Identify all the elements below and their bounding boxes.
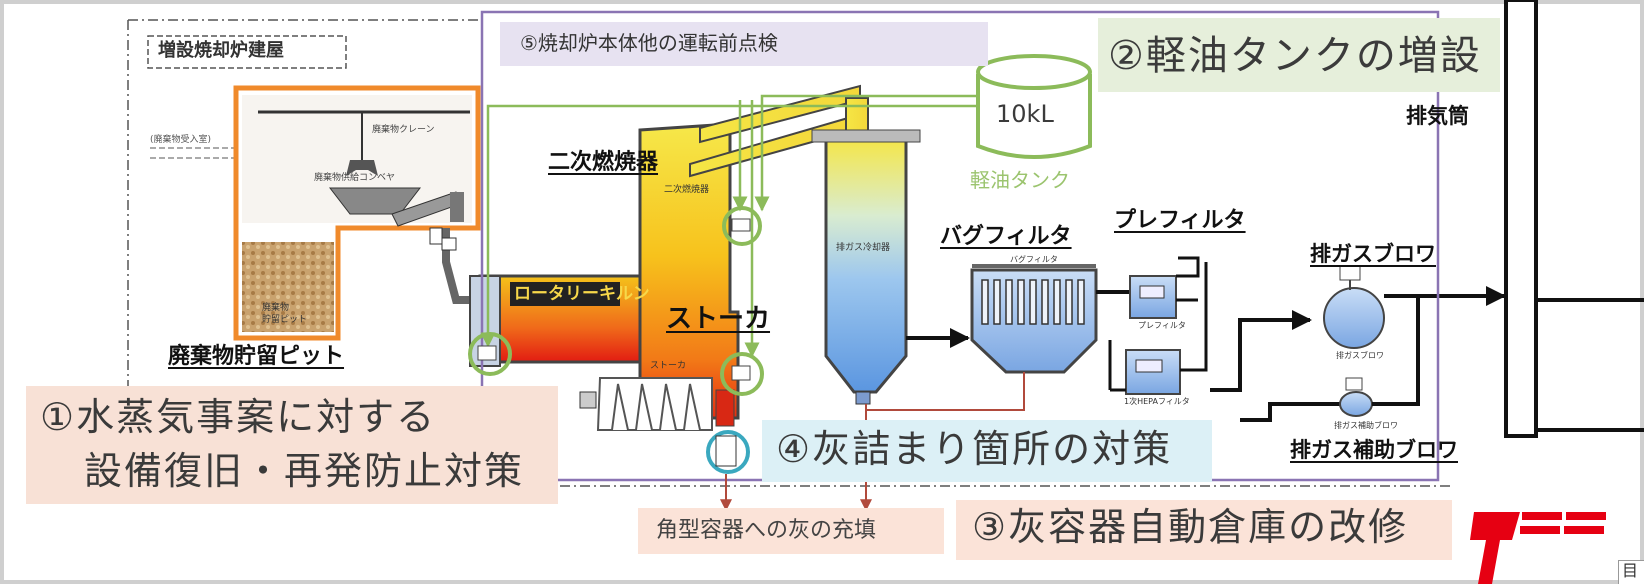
pipe-pre-to-hepa xyxy=(1176,256,1200,302)
aux-blower-label: 排ガス補助ブロワ xyxy=(1290,438,1458,462)
pre-filter-small: プレフィルタ xyxy=(1138,321,1186,330)
exhaust-blower xyxy=(1323,287,1385,349)
fuel-line-2 xyxy=(754,94,978,212)
outside-label: (廃棄物受入室) xyxy=(150,135,212,145)
chute-valve-1 xyxy=(429,227,443,245)
building-label-frame xyxy=(147,35,347,69)
aux-blower-motor xyxy=(1345,377,1363,391)
hepa-filter xyxy=(1125,349,1181,395)
waste-pile xyxy=(242,242,334,332)
callout-1-line1: ①水蒸気事案に対する xyxy=(40,395,437,439)
pre-filter-label: プレフィルタ xyxy=(1114,208,1246,233)
secondary-combustor-label: 二次燃焼器 xyxy=(548,150,659,175)
combustor-bottom xyxy=(715,389,735,427)
kiln-label-bg xyxy=(510,282,620,306)
footer-badge xyxy=(1618,560,1644,584)
burner-circle-secondary xyxy=(722,206,762,246)
burner-3 xyxy=(477,345,497,361)
tank-label: 軽油タンク xyxy=(970,168,1070,192)
pipe-aux-to-stack xyxy=(1372,296,1420,406)
ash-chute xyxy=(579,391,597,409)
ash-fill-text: 角型容器への灰の充填 xyxy=(656,518,877,543)
bag-filter-small: バグフィルタ xyxy=(1010,255,1058,264)
logo-bar-3 xyxy=(1566,512,1606,520)
callout-1-line2: 設備復旧・再発防止対策 xyxy=(84,449,525,493)
aux-blower-small: 排ガス補助ブロワ xyxy=(1334,421,1398,430)
aux-blower xyxy=(1339,391,1373,417)
crane-grab-icon xyxy=(346,160,378,176)
ash-fill-box xyxy=(638,508,944,554)
logo-bar-1 xyxy=(1522,512,1562,520)
pit-small-label: 廃棄物 xyxy=(262,303,290,313)
waste-pit-label: 廃棄物貯留ピット xyxy=(168,344,345,369)
cooler-small: 排ガス冷却器 xyxy=(836,243,891,253)
cooler-nozzle xyxy=(855,391,871,405)
burner-1 xyxy=(731,218,751,232)
logo-bar-4 xyxy=(1564,526,1604,534)
hepa-small: 1次HEPAフィルタ xyxy=(1124,397,1190,406)
pipe-stack-right xyxy=(1536,298,1644,432)
callout-3-text: ③灰容器自動倉庫の改修 xyxy=(972,505,1409,549)
ash-line-3 xyxy=(866,372,1025,411)
callout-4-text: ④灰詰まり箇所の対策 xyxy=(776,427,1173,471)
kiln-label: ロータリーキルン xyxy=(514,284,650,304)
stack-icon xyxy=(1504,0,1538,438)
ash-grates xyxy=(596,377,713,431)
footer-badge-text: 目 xyxy=(1622,561,1639,580)
stoker-small: ストーカ xyxy=(650,361,687,371)
cooler-top xyxy=(811,129,921,143)
burner-circle-stoker xyxy=(720,352,764,396)
callout-2-text: ②軽油タンクの増設 xyxy=(1108,33,1482,79)
grate-fins xyxy=(611,383,701,431)
callout-2-box xyxy=(1098,18,1500,92)
pipe-to-blower xyxy=(1210,310,1312,392)
burner-circle-kiln xyxy=(468,332,512,376)
pit-small-label-2: 貯留ピット xyxy=(262,315,308,325)
diesel-tank-top xyxy=(976,54,1092,90)
building-label: 増設焼却炉建屋 xyxy=(158,40,284,61)
conveyor-end xyxy=(450,192,464,222)
fuel-line-1 xyxy=(480,104,978,348)
ash-clog-circle xyxy=(706,430,750,474)
pipe-hepa xyxy=(1108,262,1208,392)
tepco-logo-icon xyxy=(1470,512,1520,584)
bag-filter-label: バグフィルタ xyxy=(940,224,1072,249)
gas-cooler xyxy=(824,138,908,394)
hepa-window xyxy=(1135,359,1163,373)
ash-outlet xyxy=(715,435,737,467)
exhaust-blower-motor xyxy=(1339,265,1361,281)
tank-capacity: 10kL xyxy=(996,100,1054,128)
stack-label: 排気筒 xyxy=(1406,104,1469,128)
conveyor-label: 廃棄物供給コンベヤ xyxy=(314,173,396,183)
pipe-aux xyxy=(1240,402,1340,422)
stoker-label: ストーカ xyxy=(666,304,771,334)
callout-5-box xyxy=(500,22,988,66)
exhaust-blower-small: 排ガスブロワ xyxy=(1336,351,1384,360)
logo-bar-2 xyxy=(1520,526,1560,534)
filter-bags xyxy=(981,279,1085,325)
callout-3-box xyxy=(956,500,1452,560)
burner-2 xyxy=(731,365,751,381)
diesel-tank xyxy=(976,74,1092,159)
callout-1-box xyxy=(26,386,558,504)
pre-filter-window xyxy=(1139,285,1165,299)
callout-4-box xyxy=(762,420,1212,482)
secondary-combustor-small: 二次燃焼器 xyxy=(664,185,710,195)
chute-valve-2 xyxy=(441,237,457,251)
callout-5-text: ⑤焼却炉本体他の運転前点検 xyxy=(520,31,778,55)
crane-label: 廃棄物クレーン xyxy=(372,125,435,135)
exhaust-blower-label: 排ガスブロワ xyxy=(1310,242,1436,266)
